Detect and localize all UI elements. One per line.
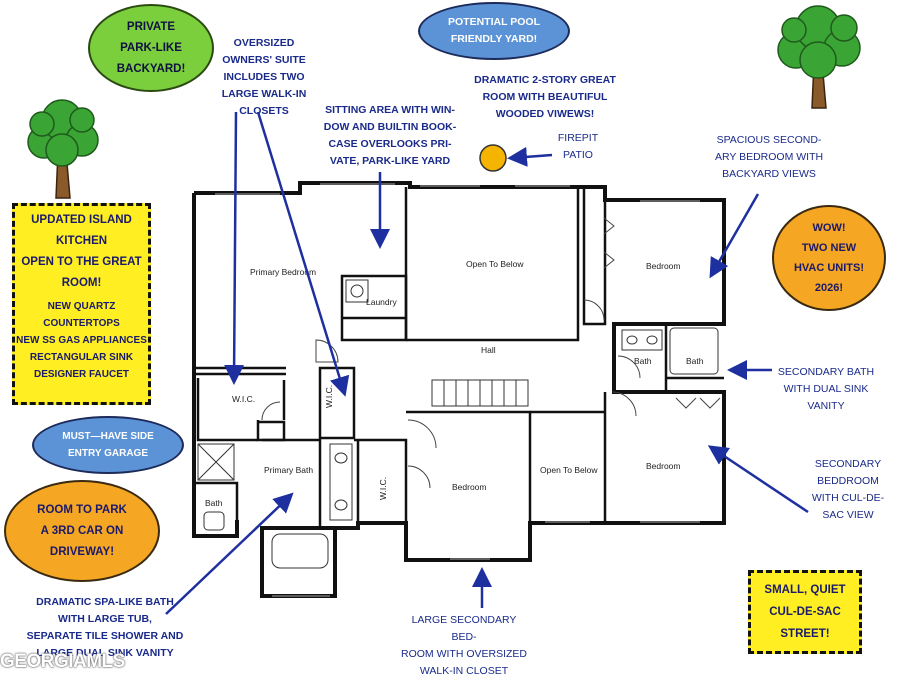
fixtures: [197, 279, 719, 569]
secondary-bath-note: SECONDARY BATH WITH DUAL SINK VANITY: [777, 366, 875, 412]
kitchen-box: UPDATED ISLAND KITCHEN OPEN TO THE GREAT…: [12, 203, 151, 405]
room-laundry: Laundry: [366, 297, 397, 307]
firepit-note: FIREPIT PATIO: [557, 132, 599, 161]
interior-walls: [194, 187, 724, 528]
spa-bath-note: DRAMATIC SPA-LIKE BATH WITH LARGE TUB, S…: [26, 596, 184, 659]
private-backyard-bubble: PRIVATE PARK-LIKE BACKYARD!: [88, 4, 214, 92]
tree-icon: [777, 5, 861, 109]
culdesac-box: SMALL, QUIET CUL-DE-SAC STREET!: [748, 570, 862, 654]
garage-bubble: MUST—HAVE SIDE ENTRY GARAGE: [32, 416, 184, 474]
pool-bubble: POTENTIAL POOL FRIENDLY YARD!: [418, 2, 570, 60]
room-primary-bath: Primary Bath: [264, 465, 314, 475]
room-bedroom-se: Bedroom: [646, 461, 681, 471]
arrow-secondary-bedroom-backyard: [709, 193, 760, 279]
room-bath-left: Bath: [634, 356, 652, 366]
great-room-note: DRAMATIC 2-STORY GREAT ROOM WITH BEAUTIF…: [474, 74, 616, 120]
owners-suite-note: OVERSIZED OWNERS' SUITE INCLUDES TWO LAR…: [221, 37, 307, 117]
kitchen-details: NEW QUARTZ COUNTERTOPS NEW SS GAS APPLIA…: [16, 301, 147, 380]
room-open-to-below-top: Open To Below: [466, 259, 524, 269]
arrow-spa-bath: [165, 492, 294, 615]
tree-icon: [27, 99, 99, 199]
arrow-owners-suite-right: [256, 111, 350, 397]
large-secondary-bedroom-note: LARGE SECONDARY BED- ROOM WITH OVERSIZED…: [401, 614, 527, 677]
sitting-area-note: SITTING AREA WITH WIN- DOW AND BUILTIN B…: [323, 104, 457, 167]
room-wic-left: W.I.C.: [232, 394, 256, 404]
arrow-firepit: [507, 146, 553, 167]
room-hall: Hall: [481, 345, 496, 355]
arrow-secondary-bedroom-culdesac: [707, 445, 809, 514]
room-bath-right: Bath: [686, 356, 704, 366]
room-bedroom-center: Bedroom: [452, 482, 487, 492]
secondary-bedroom-culdesac-note: SECONDARY BEDDROOM WITH CUL-DE- SAC VIEW: [811, 458, 885, 521]
room-open-to-below-bottom: Open To Below: [540, 465, 598, 475]
doors: [261, 217, 721, 489]
arrow-owners-suite-left: [224, 111, 245, 385]
room-bath-small: Bath: [205, 498, 223, 508]
hvac-bubble: WOW! TWO NEW HVAC UNITS! 2026!: [772, 205, 886, 311]
kitchen-title: UPDATED ISLAND KITCHEN OPEN TO THE GREAT…: [21, 214, 142, 289]
room-bedroom-ne: Bedroom: [646, 261, 681, 271]
room-primary-bedroom: Primary Bedroom: [250, 267, 317, 277]
firepit-icon: [479, 144, 507, 172]
georgiamls-watermark: GEORGIAMLS: [0, 651, 125, 672]
windows: [215, 183, 700, 597]
secondary-bedroom-backyard-note: SPACIOUS SECOND- ARY BEDROOM WITH BACKYA…: [714, 134, 824, 180]
third-car-bubble: ROOM TO PARK A 3RD CAR ON DRIVEWAY!: [4, 480, 160, 582]
